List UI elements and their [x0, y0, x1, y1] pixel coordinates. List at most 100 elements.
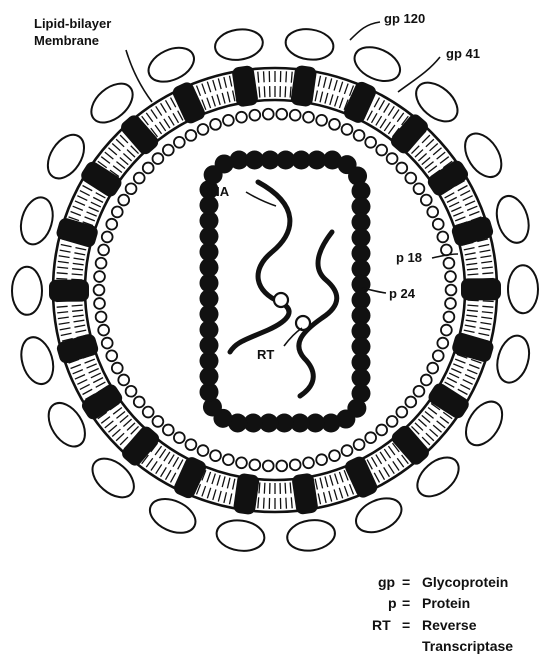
p18-bead [236, 457, 247, 468]
rna-strands [230, 182, 337, 396]
p18-bead [198, 124, 209, 135]
p18-bead [376, 145, 387, 156]
gp41-anchor [118, 112, 161, 157]
p18-bead [444, 258, 455, 269]
gp41-anchor [233, 473, 260, 516]
gp120-knob [16, 333, 58, 388]
p18-bead [118, 195, 129, 206]
p18-bead [186, 439, 197, 450]
p18-bead [387, 153, 398, 164]
gp120-knob [145, 492, 201, 539]
p18-bead [249, 459, 260, 470]
p18-bead [163, 145, 174, 156]
gp41-anchor [461, 278, 501, 300]
p18-bead [365, 432, 376, 443]
p18-bead [445, 298, 456, 309]
p18-bead [134, 173, 145, 184]
p18-bead [445, 271, 456, 282]
p18-bead [427, 363, 438, 374]
gp120-knob [492, 332, 534, 386]
p18-bead [106, 219, 117, 230]
legend-rt-abbr: RT [372, 617, 391, 633]
lipid-tails [56, 71, 494, 509]
p18-bead [126, 386, 137, 397]
p24-bead [215, 154, 234, 173]
p18-bead [329, 450, 340, 461]
gp41-anchor [291, 472, 319, 515]
gp41-anchor [389, 423, 432, 468]
p18-bead [405, 173, 416, 184]
p18-bead [143, 407, 154, 418]
p18-bead [342, 445, 353, 456]
legend-rt-full-2: Transcriptase [422, 638, 513, 654]
leader-rna [246, 192, 276, 206]
lipid-bilayer-label-line2: Membrane [34, 33, 99, 48]
rt-label: RT [257, 347, 274, 362]
gp41-anchor [55, 216, 100, 248]
p18-bead [441, 325, 452, 336]
core-outline [209, 160, 361, 423]
p18-bead [290, 110, 301, 121]
legend-rt-eq: = [402, 617, 410, 633]
legend-p-full: Protein [422, 595, 470, 611]
leader-gp120 [350, 22, 380, 40]
gp120-knob [351, 492, 407, 539]
p18-bead [223, 115, 234, 126]
p18-bead [441, 244, 452, 255]
p18-bead [316, 454, 327, 465]
legend-gp-full: Glycoprotein [422, 574, 508, 590]
gp41-label: gp 41 [446, 46, 480, 61]
p18-bead [303, 457, 314, 468]
p18-bead [249, 110, 260, 121]
p24-label: p 24 [389, 286, 416, 301]
p18-bead [437, 338, 448, 349]
p18-bead [354, 439, 365, 450]
p18-bead [198, 445, 209, 456]
legend-rt-full-1: Reverse [422, 617, 477, 633]
p18-bead [118, 375, 129, 386]
p18-bead [444, 311, 455, 322]
p18-bead [96, 258, 107, 269]
p18-bead [153, 153, 164, 164]
gp120-knob [508, 265, 538, 313]
p18-bead [94, 271, 105, 282]
gp120-knob [16, 194, 58, 248]
legend-p-abbr: p [388, 595, 397, 611]
p18-bead [126, 183, 137, 194]
legend-gp-eq: = [402, 574, 410, 590]
gp120-knob [143, 41, 199, 88]
p18-bead [437, 231, 448, 242]
gp120-layer [12, 26, 538, 554]
p18-bead [433, 219, 444, 230]
gp120-knob [284, 26, 336, 62]
p18-bead [94, 285, 105, 296]
gp120-knob [213, 26, 265, 63]
lipid-bilayer-membrane [49, 65, 501, 516]
p18-bead [174, 432, 185, 443]
p18-bead [342, 124, 353, 135]
p18-bead [329, 119, 340, 130]
p18-bead [421, 195, 432, 206]
gp41-anchor [451, 331, 496, 363]
legend-gp-abbr: gp [378, 574, 395, 590]
p18-bead [427, 207, 438, 218]
p18-bead [316, 115, 327, 126]
gp41-anchor [290, 65, 317, 108]
gp120-knob [349, 41, 405, 88]
p18-bead [210, 119, 221, 130]
p18-bead [112, 207, 123, 218]
rna-strand-1 [230, 182, 290, 352]
p18-bead [223, 454, 234, 465]
p18-bead [276, 460, 287, 471]
p18-bead [276, 109, 287, 120]
p18-bead [163, 425, 174, 436]
p18-bead [112, 363, 123, 374]
p18-bead [106, 350, 117, 361]
p18-bead [387, 416, 398, 427]
p18-bead [186, 130, 197, 141]
p18-bead [376, 425, 387, 436]
p18-bead [134, 397, 145, 408]
gp41-anchor [49, 280, 89, 302]
gp120-label: gp 120 [384, 11, 425, 26]
